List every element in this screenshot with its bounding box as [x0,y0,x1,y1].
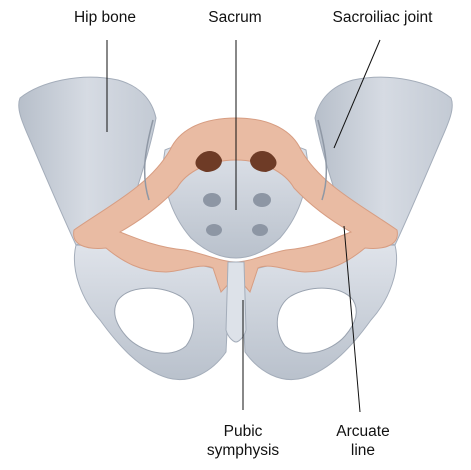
label-arcuate-line: Arcuate line [318,422,408,460]
sacral-foramen [206,224,222,236]
sacral-foramen [253,193,271,207]
label-sacroiliac-joint-text: Sacroiliac joint [300,8,465,27]
sacral-foramen [203,193,221,207]
label-pubic-symphysis-line1: Pubic [188,422,298,441]
label-arcuate-line-line2: line [318,441,408,460]
label-hip-bone-text: Hip bone [50,8,160,27]
label-sacrum-text: Sacrum [185,8,285,27]
label-sacrum: Sacrum [185,8,285,27]
label-arcuate-line-line1: Arcuate [318,422,408,441]
sacral-foramen [252,224,268,236]
label-sacroiliac-joint: Sacroiliac joint [300,8,465,27]
label-pubic-symphysis: Pubic symphysis [188,422,298,460]
label-hip-bone: Hip bone [50,8,160,27]
label-pubic-symphysis-line2: symphysis [188,441,298,460]
